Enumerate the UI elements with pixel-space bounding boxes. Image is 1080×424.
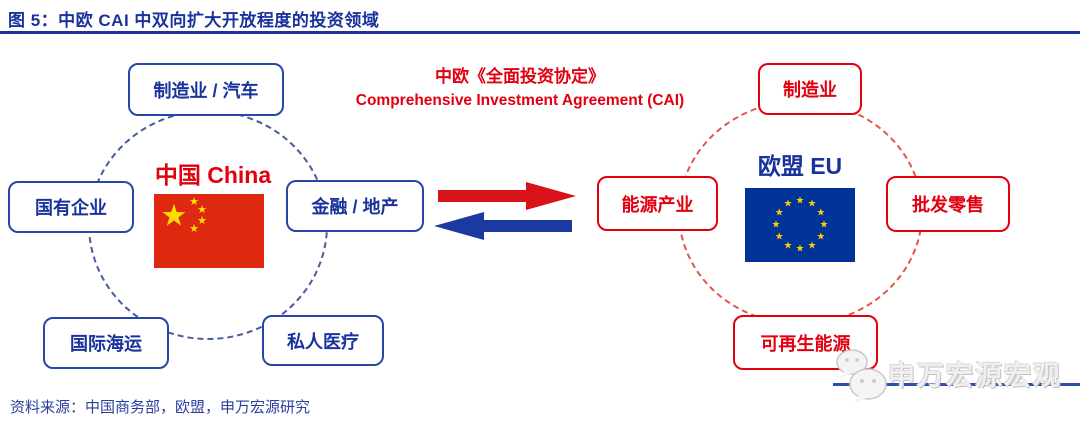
svg-text:★: ★ [796,196,805,207]
agreement-title-en: Comprehensive Investment Agreement (CAI) [355,92,685,109]
svg-text:★: ★ [161,200,188,233]
china-sector-manufacturing-auto: 制造业 / 汽车 [128,63,284,116]
arrow-left-icon [434,212,572,240]
svg-text:★: ★ [784,199,793,210]
title-underline [0,31,1080,34]
svg-text:★: ★ [197,204,207,216]
svg-text:★: ★ [775,232,784,243]
node-label: 批发零售 [912,195,984,215]
arrow-right-icon [438,182,576,210]
node-label: 制造业 [783,80,837,100]
eu-flag: ★ ★ ★ ★ ★ ★ ★ ★ ★ ★ ★ ★ [745,188,855,262]
svg-text:★: ★ [816,208,825,219]
svg-text:★: ★ [820,220,829,231]
watermark-underline [833,383,1080,386]
china-sector-state-owned-enterprises: 国有企业 [8,181,134,233]
agreement-title-cn: 中欧《全面投资协定》 [435,67,605,86]
svg-text:★: ★ [772,220,781,231]
node-label: 国际海运 [70,334,142,354]
node-label: 私人医疗 [287,331,359,352]
node-label: 制造业 / 汽车 [153,80,259,101]
source-note: 资料来源：中国商务部，欧盟，申万宏源研究 [10,399,311,416]
china-sector-finance-realestate: 金融 / 地产 [286,180,424,232]
svg-text:★: ★ [808,240,817,251]
node-label: 国有企业 [35,198,107,218]
china-sector-international-shipping: 国际海运 [43,317,169,369]
svg-text:★: ★ [189,196,199,208]
svg-text:★: ★ [197,215,207,227]
svg-text:★: ★ [784,240,793,251]
svg-text:★: ★ [808,199,817,210]
china-label: 中国 China [154,162,272,188]
eu-sector-manufacturing: 制造业 [758,63,862,115]
node-label: 能源产业 [621,194,694,215]
eu-label: 欧盟 EU [757,153,843,179]
wechat-bubbles-icon [836,349,887,403]
svg-text:★: ★ [775,208,784,219]
china-sector-private-healthcare: 私人医疗 [262,315,384,366]
watermark-brand: 申万宏源宏观 [888,361,1062,391]
svg-text:★: ★ [796,244,805,255]
node-label: 可再生能源 [760,333,851,354]
eu-sector-energy: 能源产业 [597,176,718,231]
eu-sector-wholesale-retail: 批发零售 [886,176,1010,232]
node-label: 金融 / 地产 [311,197,399,217]
svg-text:★: ★ [816,232,825,243]
china-flag: ★ ★ ★ ★ ★ [154,194,264,268]
svg-text:★: ★ [189,223,199,235]
figure-title: 图 5：中欧 CAI 中双向扩大开放程度的投资领域 [8,11,380,30]
